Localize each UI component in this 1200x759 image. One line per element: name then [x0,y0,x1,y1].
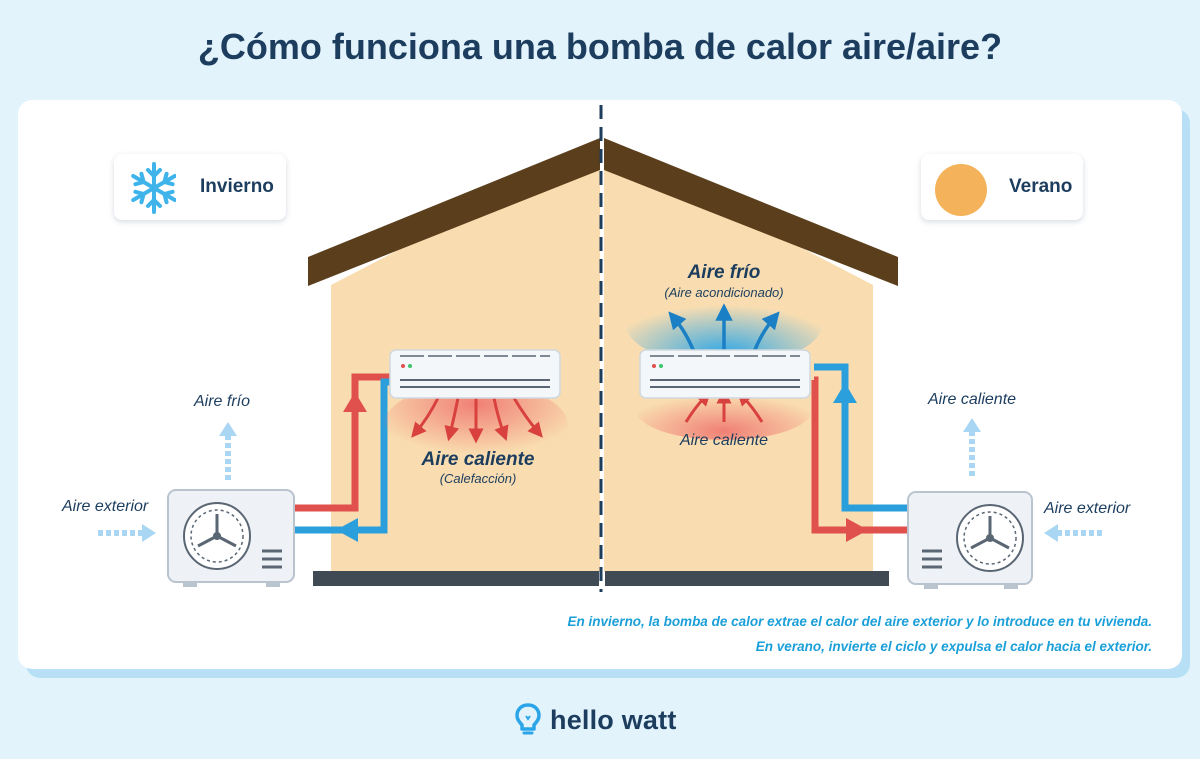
summer-indoor-label: Aire frío [687,262,761,283]
summer-indoor-sublabel: (Aire acondicionado) [664,285,784,300]
snowflake-icon [131,162,176,214]
summer-intake-label: Aire caliente [679,432,769,449]
floor-right [605,571,889,586]
summer-outdoor-unit [907,491,1033,589]
note-winter: En invierno, la bomba de calor extrae el… [567,614,1152,629]
floor-left [313,571,599,586]
summer-badge: Verano [921,154,1083,220]
summer-cold-pipe-arrow [833,383,857,403]
sun-icon [935,164,987,216]
winter-warm-airflow [384,383,568,467]
summer-cold-airflow [626,285,822,365]
roof-right [604,138,898,286]
diagram-card: Invierno Verano Aire exterior Aire frío … [18,100,1182,669]
summer-outdoor-label: Aire exterior [1044,500,1131,517]
summer-exhaust-label: Aire caliente [928,391,1017,408]
note-summer: En verano, invierte el ciclo y expulsa e… [755,639,1152,654]
winter-badge: Invierno [114,154,286,220]
summer-hot-pipe-arrow [846,518,868,542]
summer-indoor-unit [639,349,811,399]
winter-outdoor-unit [167,489,295,587]
summer-badge-label: Verano [1009,176,1073,197]
winter-outdoor-label: Aire exterior [62,498,149,515]
winter-badge-label: Invierno [200,176,274,197]
lightbulb-icon [515,703,541,735]
winter-indoor-unit [389,349,561,399]
winter-exhaust-label: Aire frío [194,393,251,410]
winter-hot-pipe-arrow [343,392,367,412]
summer-refrigerant-lines [811,363,908,542]
page-title: ¿Cómo funciona una bomba de calor aire/a… [197,26,1003,67]
summer-outdoor-arrows [963,418,1102,542]
winter-indoor-label: Aire caliente [421,449,535,470]
roof-left [308,138,600,286]
brand-name: hello watt [550,704,677,735]
brand-logo: hello watt [514,700,677,740]
summer-cold-pipe [814,363,908,512]
winter-refrigerant-lines [293,373,390,542]
winter-outdoor-arrows [98,422,237,542]
winter-hot-pipe [293,373,390,512]
winter-indoor-sublabel: (Calefacción) [439,471,517,486]
winter-cold-pipe-arrow [336,518,358,542]
diagram-scene [98,105,1102,592]
